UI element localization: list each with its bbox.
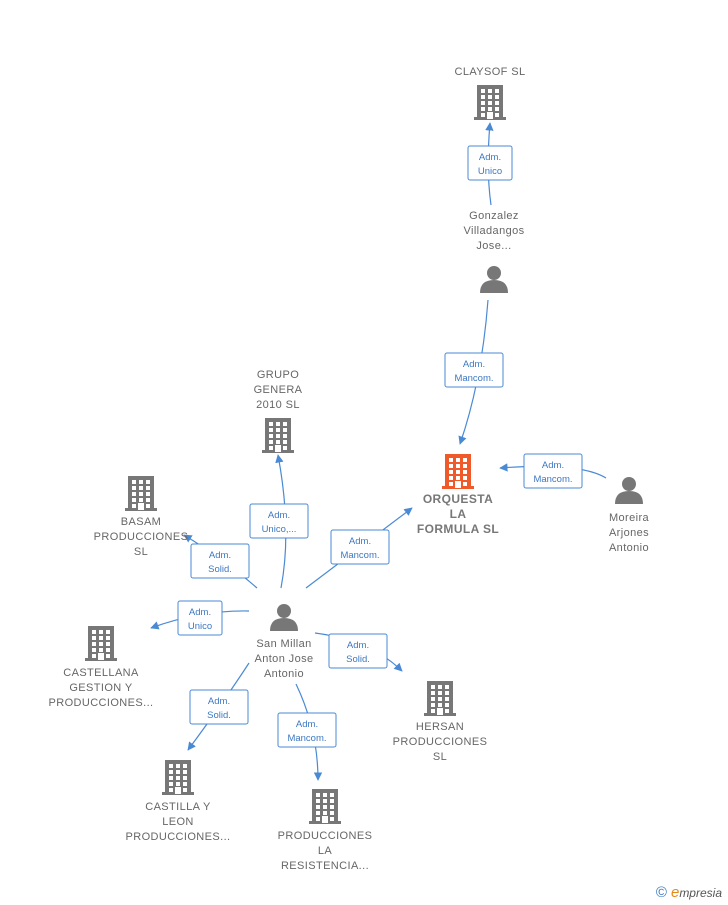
node-hersan[interactable]: HERSAN PRODUCCIONES SL <box>393 681 488 763</box>
person-icon <box>480 266 508 293</box>
edge-label-box <box>523 453 583 489</box>
edge-sanmillan-to-grupo[interactable]: Adm. Unico,... <box>249 454 309 589</box>
node-castilla[interactable]: CASTILLA Y LEON PRODUCCIONES... <box>125 760 230 843</box>
node-label: PRODUCCIONES <box>94 531 189 543</box>
building-icon <box>474 85 506 120</box>
node-label: Jose... <box>476 240 511 252</box>
edge-sanmillan-to-castilla[interactable]: Adm. Solid. <box>187 662 250 751</box>
node-label: PRODUCCIONES... <box>48 697 153 709</box>
edge-label-box <box>444 352 504 388</box>
edge-label-text: Unico <box>478 166 502 177</box>
building-icon <box>262 418 294 453</box>
node-label: LA <box>318 845 333 857</box>
brand-logo[interactable]: empresia <box>670 884 722 901</box>
building-icon <box>162 760 194 795</box>
node-claysof[interactable]: CLAYSOF SL <box>454 66 525 120</box>
node-label: GENERA <box>254 384 303 396</box>
edge-gonzalez-to-orquesta[interactable]: Adm. Mancom. <box>444 299 504 445</box>
node-label: Anton Jose <box>254 653 313 665</box>
node-label: CASTELLANA <box>63 667 139 679</box>
node-label: CLAYSOF SL <box>454 66 525 78</box>
person-icon <box>615 477 643 504</box>
copyright-icon: © <box>655 884 667 901</box>
edge-label-text: Adm. <box>189 607 211 618</box>
edge-sanmillan-to-hersan[interactable]: Adm. Solid. <box>314 632 403 672</box>
node-label: FORMULA SL <box>417 522 499 536</box>
edge-label-text: Adm. <box>208 696 230 707</box>
edge-label-box <box>328 633 388 669</box>
edge-label-box <box>190 543 250 579</box>
edge-label-text: Unico,... <box>262 524 297 535</box>
node-grupo[interactable]: GRUPO GENERA 2010 SL <box>254 369 303 453</box>
edge-label-text: Adm. <box>268 510 290 521</box>
node-label: LEON <box>162 816 194 828</box>
node-label: San Millan <box>256 638 311 650</box>
node-castellana[interactable]: CASTELLANA GESTION Y PRODUCCIONES... <box>48 626 153 709</box>
edge-label-box <box>189 689 249 725</box>
edge-label-box <box>330 529 390 565</box>
edge-label-text: Mancom. <box>533 474 572 485</box>
edge-label-text: Mancom. <box>287 733 326 744</box>
edge-label-box <box>467 145 513 181</box>
node-label: HERSAN <box>416 721 464 733</box>
node-gonzalez[interactable]: GonzalezVilladangosJose... <box>463 210 524 293</box>
edge-moreira-to-orquesta[interactable]: Adm. Mancom. <box>499 453 607 489</box>
node-label: ORQUESTA <box>423 492 493 506</box>
edge-label-text: Adm. <box>209 550 231 561</box>
footer-brand: © empresia <box>656 884 722 901</box>
edge-label-box <box>277 712 337 748</box>
edge-label-box <box>177 600 223 636</box>
edge-label-text: Solid. <box>346 654 370 665</box>
node-label: BASAM <box>121 516 162 528</box>
edge-label-text: Mancom. <box>454 373 493 384</box>
edge-label-text: Adm. <box>463 359 485 370</box>
edge-gonzalez-to-claysof[interactable]: Adm. Unico <box>467 122 513 206</box>
node-label: Moreira <box>609 512 650 524</box>
edge-label-text: Adm. <box>296 719 318 730</box>
edge-sanmillan-to-resistencia[interactable]: Adm. Mancom. <box>277 683 337 781</box>
building-icon <box>424 681 456 716</box>
building-icon <box>125 476 157 511</box>
edge-label-text: Adm. <box>347 640 369 651</box>
node-basam[interactable]: BASAM PRODUCCIONES SL <box>94 476 189 558</box>
node-label: Villadangos <box>463 225 524 237</box>
node-label: CASTILLA Y <box>145 801 211 813</box>
edge-label-text: Unico <box>188 621 212 632</box>
node-label: Gonzalez <box>469 210 519 222</box>
node-label: LA <box>450 507 467 521</box>
edge-label-text: Adm. <box>542 460 564 471</box>
edge-label-text: Solid. <box>208 564 232 575</box>
node-label: PRODUCCIONES <box>278 830 373 842</box>
building-icon <box>85 626 117 661</box>
building-icon <box>442 454 474 489</box>
edge-label-text: Solid. <box>207 710 231 721</box>
node-label: Arjones <box>609 527 649 539</box>
edge-sanmillan-to-castellana[interactable]: Adm. Unico <box>150 600 250 636</box>
edges-layer: Adm.UnicoAdm.Mancom.Adm.Mancom.Adm.Manco… <box>150 122 607 781</box>
node-label: GRUPO <box>257 369 299 381</box>
node-label: Antonio <box>609 542 649 554</box>
edge-sanmillan-to-basam[interactable]: Adm. Solid. <box>183 534 258 589</box>
node-label: 2010 SL <box>256 399 300 411</box>
edge-sanmillan-to-orquesta[interactable]: Adm. Mancom. <box>305 507 413 589</box>
node-label: SL <box>433 751 447 763</box>
edge-label-text: Adm. <box>479 152 501 163</box>
edge-label-text: Mancom. <box>340 550 379 561</box>
node-label: SL <box>134 546 148 558</box>
node-label: Antonio <box>264 668 304 680</box>
node-resistencia[interactable]: PRODUCCIONES LA RESISTENCIA... <box>278 789 373 872</box>
person-icon <box>270 604 298 631</box>
node-label: PRODUCCIONES... <box>125 831 230 843</box>
edge-label-box <box>249 503 309 539</box>
node-label: PRODUCCIONES <box>393 736 488 748</box>
edge-label-text: Adm. <box>349 536 371 547</box>
node-label: GESTION Y <box>69 682 133 694</box>
node-label: RESISTENCIA... <box>281 860 369 872</box>
building-icon <box>309 789 341 824</box>
